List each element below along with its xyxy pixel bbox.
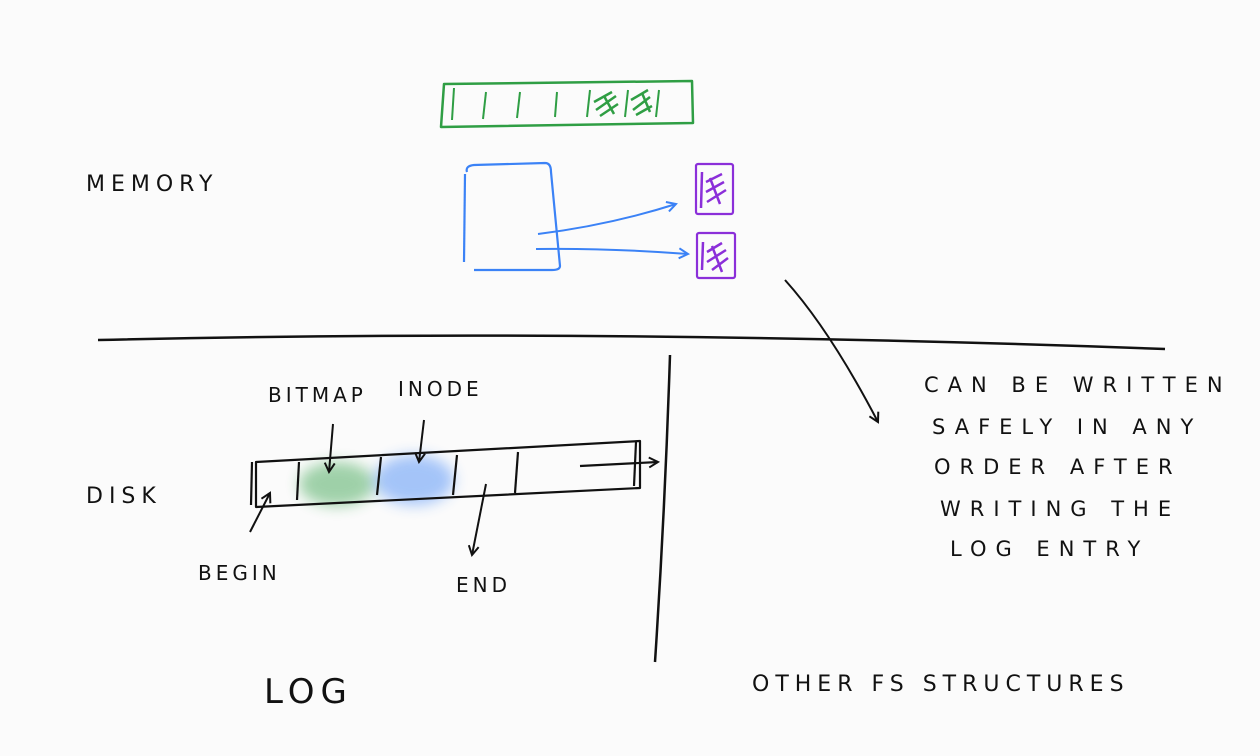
end-label: END <box>456 573 511 597</box>
log-label: LOG <box>264 672 353 712</box>
memory-label: MEMORY <box>86 172 219 197</box>
disk-log-bar <box>249 439 658 509</box>
memory-inode-block <box>462 161 688 272</box>
note-line: LOG ENTRY <box>950 537 1149 561</box>
bitmap-highlight <box>299 462 375 506</box>
bitmap-label: BITMAP <box>268 383 367 407</box>
note-line: SAFELY IN ANY <box>932 415 1202 439</box>
writeback-arrow <box>784 279 878 422</box>
memory-bitmap-block <box>439 79 695 129</box>
disk-label: DISK <box>86 484 162 509</box>
inode-highlight <box>374 455 454 505</box>
log-fs-divider <box>653 354 672 663</box>
memory-data-block-1 <box>694 162 735 216</box>
bitmap-arrow <box>329 423 333 472</box>
other-fs-label: OTHER FS STRUCTURES <box>752 672 1130 697</box>
memory-data-block-2 <box>695 231 737 280</box>
note-line: WRITING THE <box>940 497 1180 521</box>
begin-arrow <box>249 493 270 533</box>
begin-label: BEGIN <box>198 561 281 585</box>
inode-label: INODE <box>398 377 483 401</box>
writeback-note: CAN BE WRITTEN SAFELY IN ANY ORDER AFTER… <box>924 373 1232 561</box>
inode-arrow <box>419 419 424 462</box>
memory-disk-divider <box>97 334 1166 351</box>
note-line: ORDER AFTER <box>934 455 1182 479</box>
note-line: CAN BE WRITTEN <box>924 373 1232 397</box>
end-arrow <box>472 483 487 555</box>
